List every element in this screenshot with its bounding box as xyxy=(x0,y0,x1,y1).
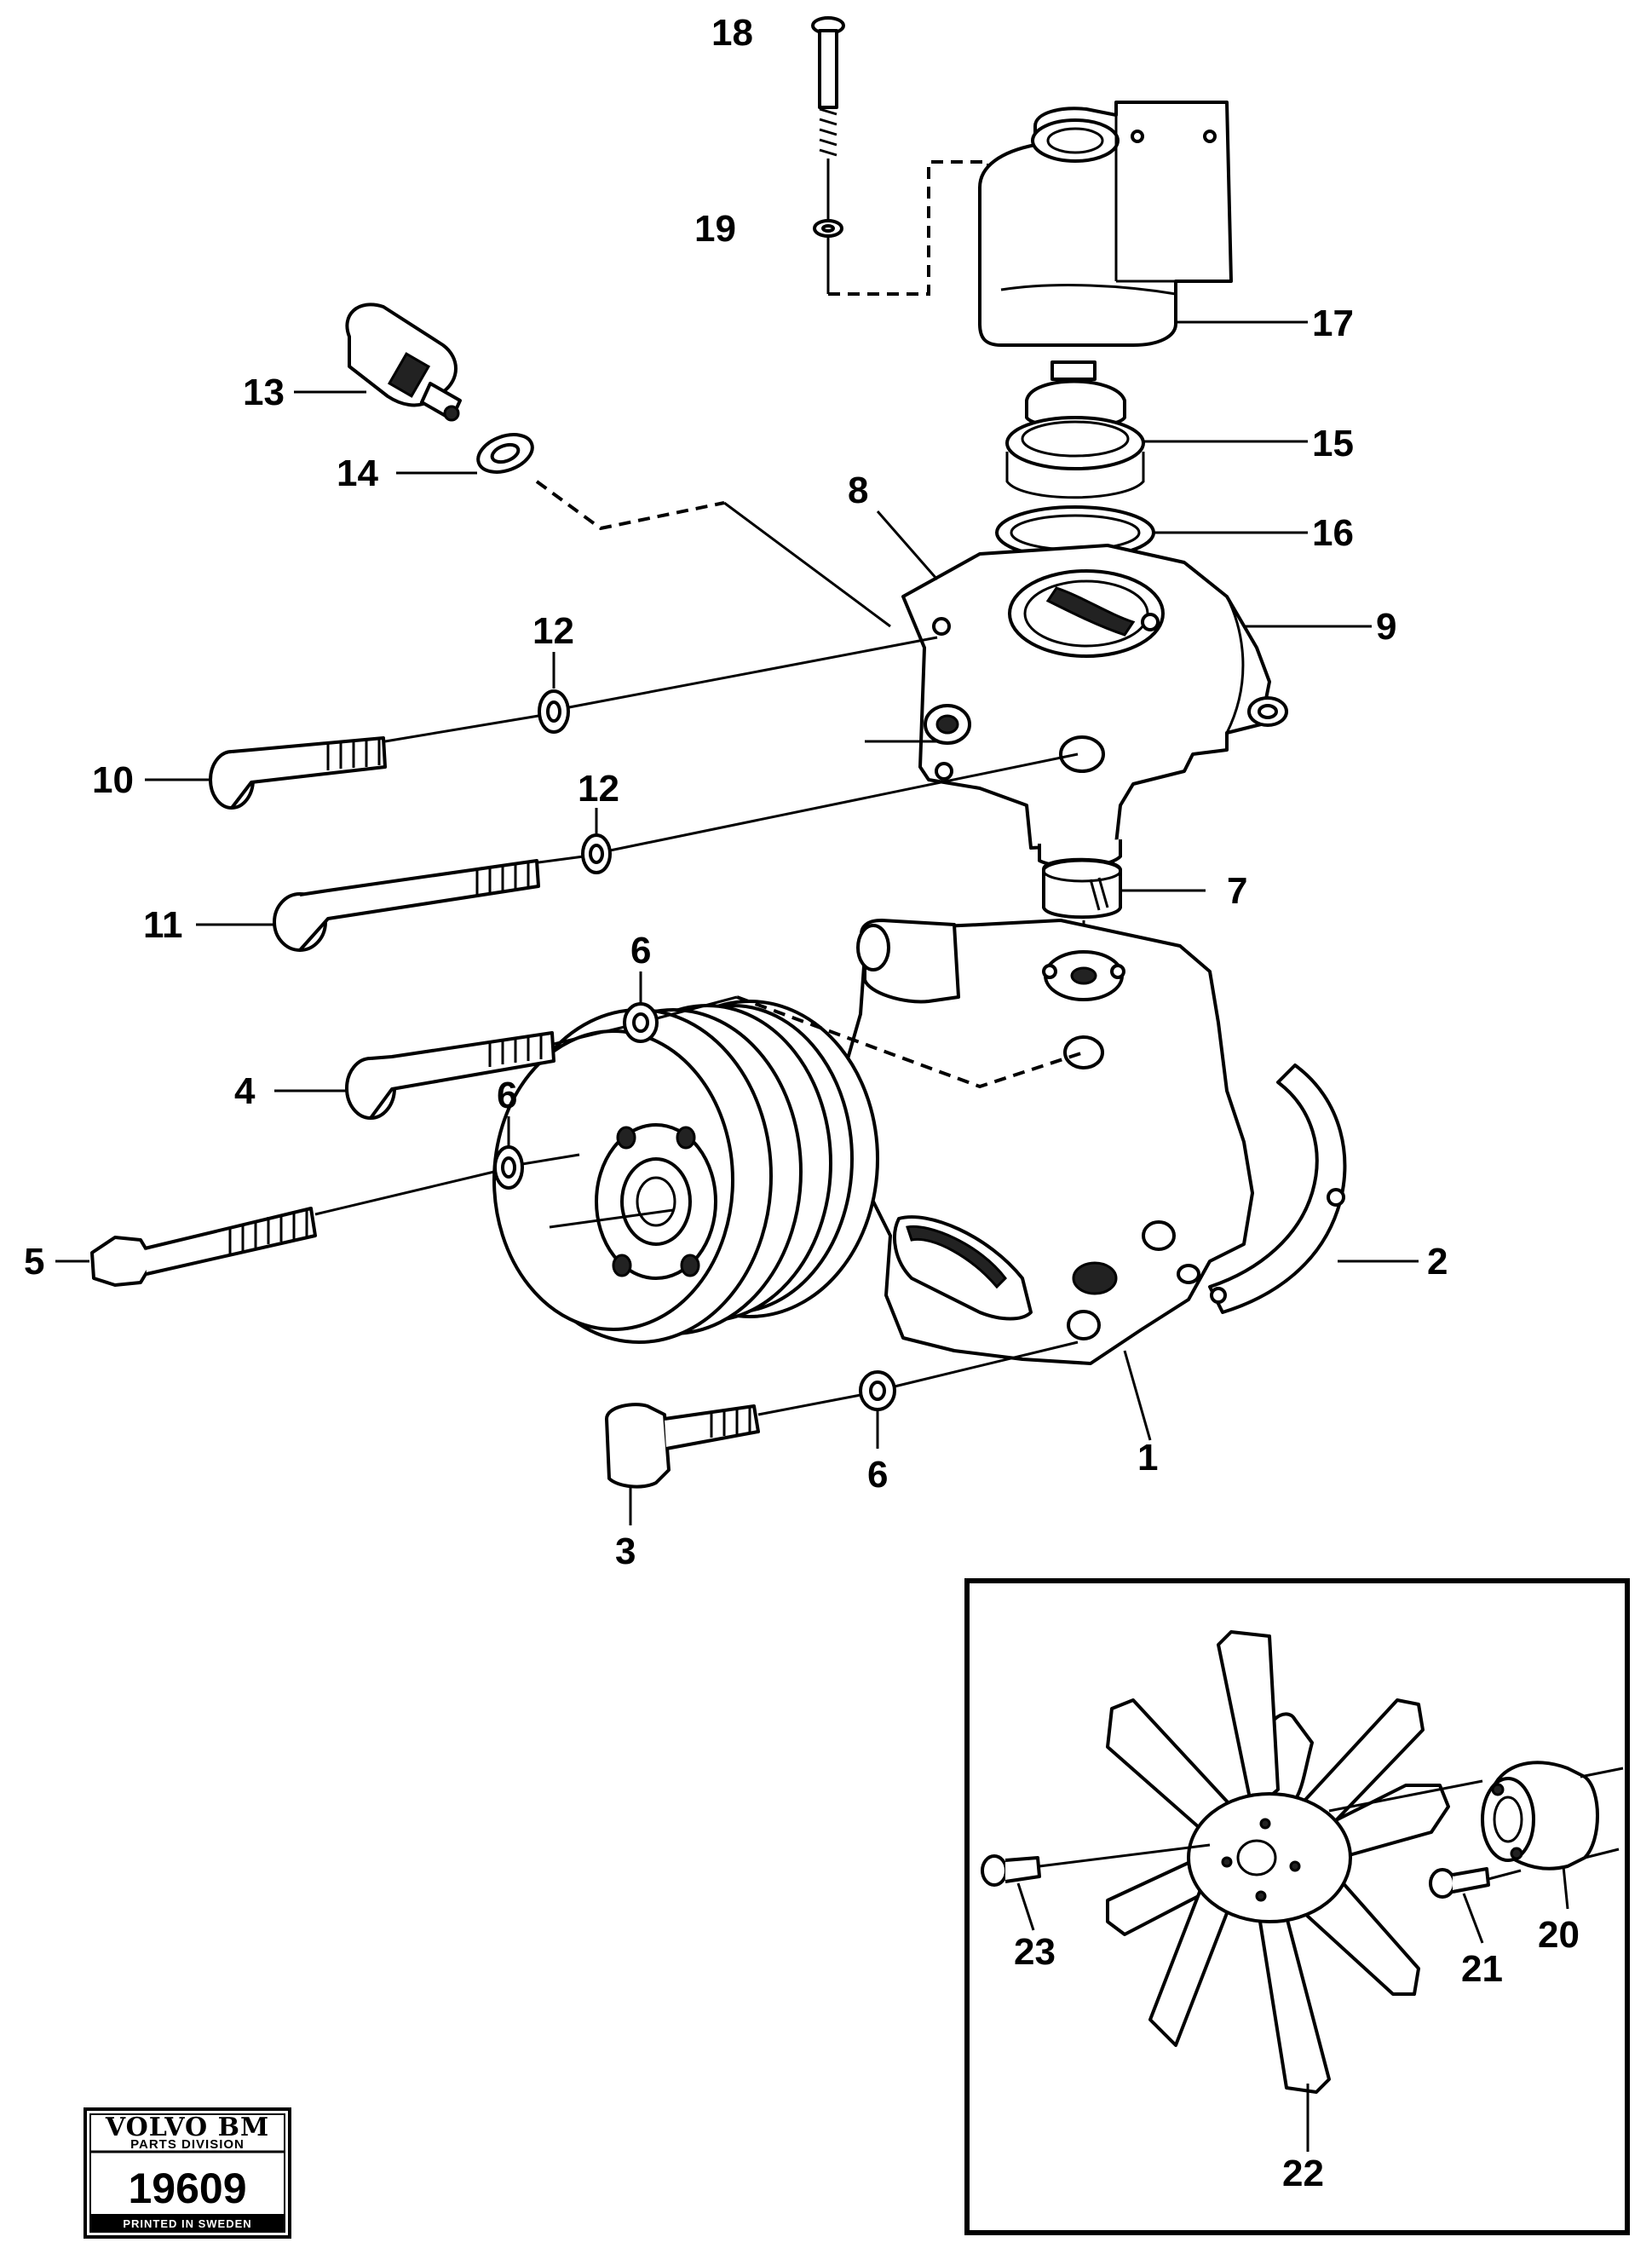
part-8-thermostat-housing xyxy=(865,544,1288,868)
stamp-division: PARTS DIVISION xyxy=(130,2137,245,2152)
guide-14-to-housing xyxy=(723,501,891,628)
callout-17: 17 xyxy=(1312,303,1354,344)
dashed-guide-pump xyxy=(736,995,1085,1089)
part-1-water-pump-body xyxy=(842,919,1254,1441)
guide-fan-hub-c xyxy=(1584,1848,1620,1859)
callout-8: 8 xyxy=(848,470,868,511)
part-19-washer xyxy=(813,219,843,238)
callout-labels: 18 19 17 13 15 14 8 16 9 12 10 12 7 11 6… xyxy=(24,12,1580,2194)
callout-3: 3 xyxy=(615,1531,636,1572)
pulley xyxy=(492,1000,879,1344)
callout-12a: 12 xyxy=(532,610,574,652)
callout-5: 5 xyxy=(24,1241,44,1283)
volvo-bm-stamp: VOLVO BM PARTS DIVISION 19609 PRINTED IN… xyxy=(83,2107,291,2239)
callout-11: 11 xyxy=(143,904,183,946)
callout-10: 10 xyxy=(92,759,134,801)
part-20-fan-hub xyxy=(1481,1761,1599,1910)
guide-11-b xyxy=(609,752,1079,852)
guide-4-b xyxy=(656,995,738,1020)
part-23-screw xyxy=(981,1843,1211,1931)
guide-fan-hub-b xyxy=(1580,1767,1624,1778)
callout-6b: 6 xyxy=(497,1075,517,1116)
callout-4: 4 xyxy=(234,1070,256,1112)
part-5-bolt xyxy=(55,1207,317,1287)
part-2-gasket xyxy=(1208,1064,1419,1314)
part-21-screw xyxy=(1429,1867,1522,1944)
guide-5-a xyxy=(314,1170,495,1216)
part-13-temperature-sender xyxy=(294,303,462,422)
guide-11-a xyxy=(538,855,584,864)
part-10-bolt xyxy=(145,736,387,810)
callout-9: 9 xyxy=(1376,606,1396,648)
callout-6a: 6 xyxy=(630,930,651,971)
guide-3-a xyxy=(757,1393,861,1416)
callout-14: 14 xyxy=(337,453,378,494)
stamp-brand: VOLVO BM xyxy=(105,2113,269,2142)
callout-1: 1 xyxy=(1137,1437,1158,1479)
stamp-printed: PRINTED IN SWEDEN xyxy=(123,2217,251,2230)
guide-5-b xyxy=(521,1153,580,1166)
part-12-washer-b xyxy=(581,808,612,874)
part-17-thermostat-cover xyxy=(978,101,1308,347)
stamp-number: 19609 xyxy=(128,2165,246,2212)
guide-4-a xyxy=(553,1025,625,1046)
part-4-bolt xyxy=(274,1031,555,1120)
part-15-thermostat xyxy=(1005,360,1308,499)
part-3-bolt xyxy=(605,1403,760,1525)
callout-15: 15 xyxy=(1312,423,1354,464)
part-6-washer-b xyxy=(493,1116,524,1190)
callout-19: 19 xyxy=(694,208,736,250)
part-6-washer-c xyxy=(859,1370,896,1449)
part-6-washer-a xyxy=(623,971,659,1043)
dashed-guide-18 xyxy=(828,160,990,296)
callout-23: 23 xyxy=(1014,1931,1056,1973)
callout-16: 16 xyxy=(1312,512,1354,554)
callout-21: 21 xyxy=(1461,1948,1503,1990)
callout-12b: 12 xyxy=(578,768,619,810)
guide-3-b xyxy=(894,1340,1079,1388)
callout-6c: 6 xyxy=(867,1454,888,1496)
part-11-bolt xyxy=(196,859,540,952)
part-14-washer xyxy=(396,433,534,475)
callout-20: 20 xyxy=(1538,1914,1580,1956)
part-18-bolt xyxy=(811,16,845,294)
leader-8 xyxy=(876,510,939,580)
guide-fan-hub-a xyxy=(1328,1779,1483,1813)
callout-7: 7 xyxy=(1227,870,1247,912)
shaft-axis xyxy=(549,1208,674,1229)
fan-inset-box xyxy=(964,1578,1630,2235)
guide-10-b xyxy=(568,636,938,709)
dashed-guide-14 xyxy=(535,480,725,531)
callout-13: 13 xyxy=(243,372,285,413)
part-12-washer-a xyxy=(538,652,570,734)
guide-10-a xyxy=(384,714,539,743)
part-22-fan xyxy=(1106,1630,1450,2152)
callout-18: 18 xyxy=(711,12,753,54)
callout-22: 22 xyxy=(1282,2153,1324,2194)
callout-2: 2 xyxy=(1427,1241,1448,1283)
